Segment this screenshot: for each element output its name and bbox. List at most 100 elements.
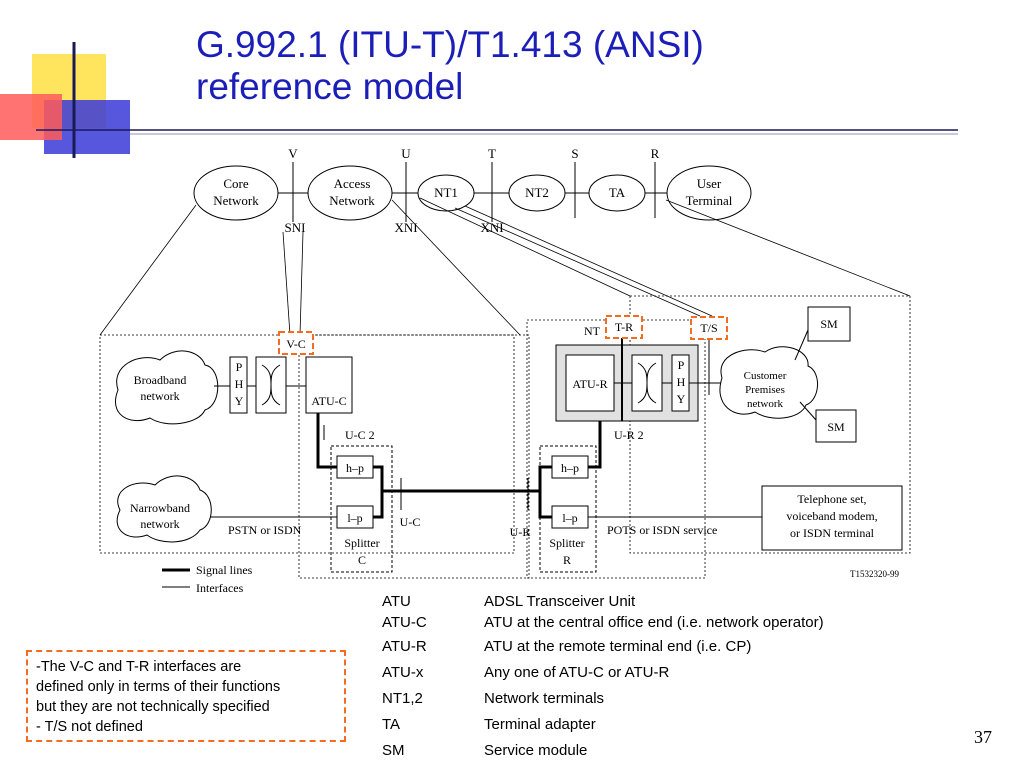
zoom-line (99, 204, 197, 336)
legend-abbr: ATU-x (382, 664, 424, 681)
legend-desc: ADSL Transceiver Unit (484, 593, 636, 610)
note-line: defined only in terms of their functions (36, 679, 281, 695)
customer-premises-label-3: network (747, 398, 784, 410)
connector-line (799, 401, 817, 421)
access-network-label-1: Access (334, 176, 371, 191)
access-network-label-2: Network (329, 193, 375, 208)
telephone-box (761, 485, 903, 551)
t-r-marker (605, 315, 643, 339)
atu-c-label: ATU-C (311, 394, 346, 408)
legend-desc: Service module (484, 742, 588, 759)
ref-point-t: T (488, 146, 496, 161)
pstn-isdn-label: PSTN or ISDN (228, 523, 302, 537)
phy-box-left (229, 356, 248, 414)
core-network-label-1: Core (223, 176, 249, 191)
user-terminal-label-1: User (697, 176, 722, 191)
customer-premises-cloud (719, 346, 818, 419)
splitter-c-wire (373, 465, 384, 519)
connector-line (794, 329, 809, 361)
legend-abbr: ATU (382, 593, 411, 610)
u-c2-label: U-C 2 (345, 428, 375, 442)
splitter-c-label-2: C (358, 553, 366, 567)
deco-red-square (0, 94, 62, 140)
broadband-network-label-1: Broadband (134, 373, 187, 387)
lp-label-c: l–p (347, 511, 362, 525)
phy-right-p: P (678, 358, 685, 372)
telephone-label-2: voiceband modem, (786, 509, 877, 523)
t-r-label: T-R (615, 320, 633, 334)
slide-title-line2: reference model (196, 66, 464, 107)
hp-label-r: h–p (561, 461, 579, 475)
legend-abbr: TA (382, 716, 401, 733)
sm-box-1 (807, 306, 851, 342)
user-terminal-node (666, 165, 752, 221)
phy-right-y: Y (677, 392, 686, 406)
splitter-c-label-1: Splitter (344, 536, 379, 550)
phy-left-y: Y (235, 394, 244, 408)
nt1-node (417, 174, 475, 212)
splitter-r-label-1: Splitter (549, 536, 584, 550)
switch-symbol-right (637, 362, 657, 404)
legend-abbr: SM (382, 742, 405, 759)
legend-desc: ATU at the central office end (i.e. netw… (484, 614, 824, 631)
sm-label-2: SM (827, 420, 845, 434)
telephone-label-1: Telephone set, (797, 492, 866, 506)
phy-right-h: H (677, 375, 686, 389)
atu-c-box (305, 356, 353, 414)
ref-point-v: V (288, 146, 298, 161)
signal-path-atu-r (588, 421, 602, 469)
phy-left-p: P (236, 360, 243, 374)
u-r-label: U-R (510, 525, 531, 539)
splitter-r-label-2: R (563, 553, 571, 567)
u-r2-label: U-R 2 (614, 428, 644, 442)
legend-abbr: NT1,2 (382, 690, 423, 707)
note-line: - T/S not defined (36, 719, 143, 735)
xni-label-2: XNI (480, 220, 503, 235)
note-line: -The V-C and T-R interfaces are (36, 659, 242, 675)
sm-box-2 (815, 409, 857, 443)
nt2-label: NT2 (525, 185, 549, 200)
ref-point-u: U (401, 146, 411, 161)
switch-symbol-left (261, 364, 281, 406)
v-c-marker (278, 331, 314, 355)
signal-lines-label: Signal lines (196, 563, 253, 577)
legend-desc: Any one of ATU-C or ATU-R (484, 664, 670, 681)
legend-abbr: ATU-R (382, 638, 427, 655)
adsl-reference-model-diagram: V U T S R Core Network Access Network NT… (99, 146, 911, 595)
nt1-label: NT1 (434, 185, 458, 200)
customer-premises-label-2: Premises (745, 384, 785, 396)
access-network-node (307, 165, 393, 221)
legend-desc: Network terminals (484, 690, 605, 707)
nt-label: NT (584, 324, 601, 338)
signal-path-atu-c (316, 413, 337, 469)
phy-left-h: H (235, 377, 244, 391)
u-c-label: U-C (400, 515, 421, 529)
pots-isdn-label: POTS or ISDN service (607, 523, 717, 537)
broadband-network-label-2: network (140, 389, 179, 403)
xni-label-1: XNI (394, 220, 417, 235)
customer-premises-label-1: Customer (744, 370, 787, 382)
v-c-label: V-C (286, 337, 306, 351)
zoom-line (464, 205, 713, 317)
core-network-label-2: Network (213, 193, 259, 208)
access-node-region (298, 334, 530, 579)
splitter-r-wire (538, 465, 552, 519)
zoom-line (282, 231, 291, 336)
narrowband-network-label-2: network (140, 517, 179, 531)
sm-label-1: SM (820, 317, 838, 331)
legend-desc: ATU at the remote terminal end (i.e. CP) (484, 638, 752, 655)
legend-desc: Terminal adapter (484, 716, 596, 733)
ta-node (588, 174, 646, 212)
narrowband-network-cloud (116, 475, 212, 543)
broadband-network-cloud (115, 350, 219, 425)
zoom-line (454, 207, 701, 317)
slide-title: G.992.1 (ITU-T)/T1.413 (ANSI) reference … (196, 24, 896, 108)
zoom-line (419, 197, 631, 297)
user-terminal-label-2: Terminal (686, 193, 733, 208)
splitter-c-region (330, 445, 393, 573)
narrowband-network-label-1: Narrowband (130, 501, 190, 515)
page-number: 37 (974, 727, 992, 747)
ta-label: TA (609, 185, 626, 200)
t-s-label: T/S (700, 321, 717, 335)
